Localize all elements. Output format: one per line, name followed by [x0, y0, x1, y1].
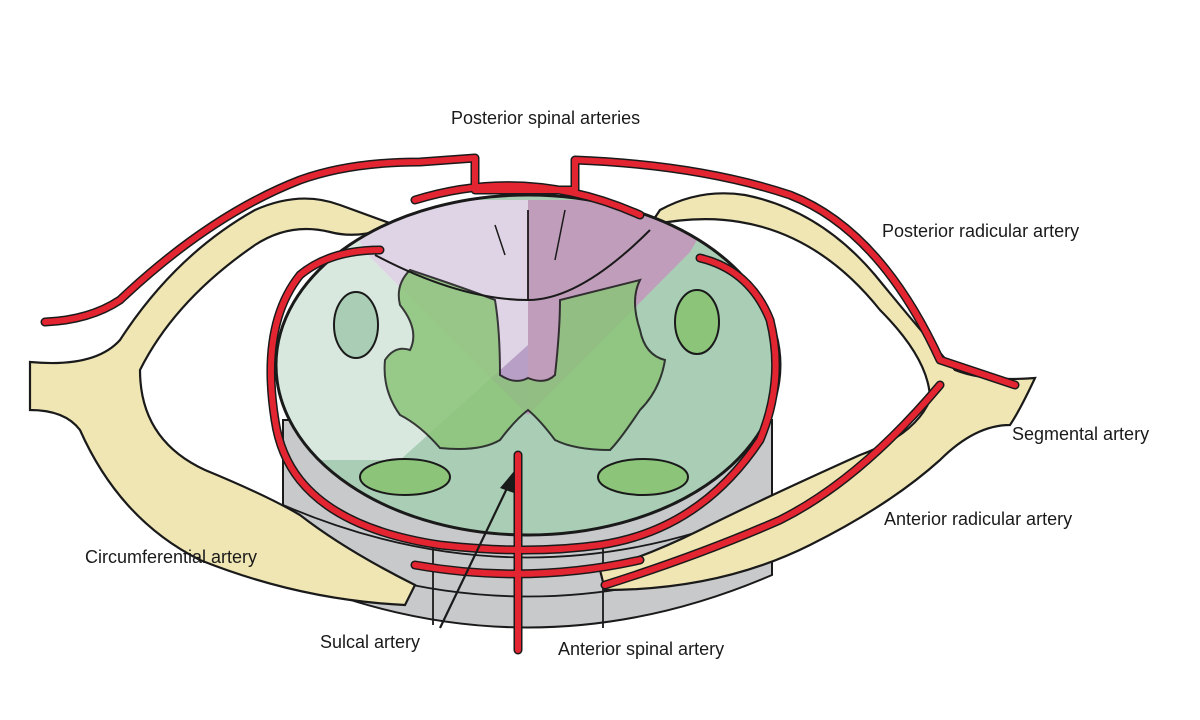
label-anterior-radicular-artery: Anterior radicular artery [884, 509, 1073, 529]
posterior-radicular-artery-left [42, 155, 1018, 388]
spinal-cord-section [274, 193, 782, 537]
anterior-radicular-artery [602, 382, 943, 588]
left-anterior-column [359, 458, 451, 496]
right-anterior-column [597, 458, 689, 496]
arteries [40, 153, 1020, 655]
circumferential-artery-left [267, 247, 383, 423]
circumferential-artery [272, 255, 779, 553]
left-bony-arch [28, 197, 417, 607]
sulcal-pointer-arrow [439, 470, 515, 629]
anterior-anastomosis [412, 557, 643, 577]
label-circumferential-artery: Circumferential artery [85, 547, 258, 567]
right-lateral-column [674, 289, 720, 355]
grey-matter [383, 268, 667, 452]
posterior-spinal-artery-arc [412, 182, 643, 218]
label-sulcal-artery: Sulcal artery [320, 632, 421, 652]
label-segmental-artery: Segmental artery [1012, 424, 1150, 444]
label-posterior-spinal-arteries: Posterior spinal arteries [451, 108, 641, 128]
left-lateral-column [333, 291, 379, 359]
label-posterior-radicular-artery: Posterior radicular artery [882, 221, 1080, 241]
label-anterior-spinal-artery: Anterior spinal artery [558, 639, 725, 659]
